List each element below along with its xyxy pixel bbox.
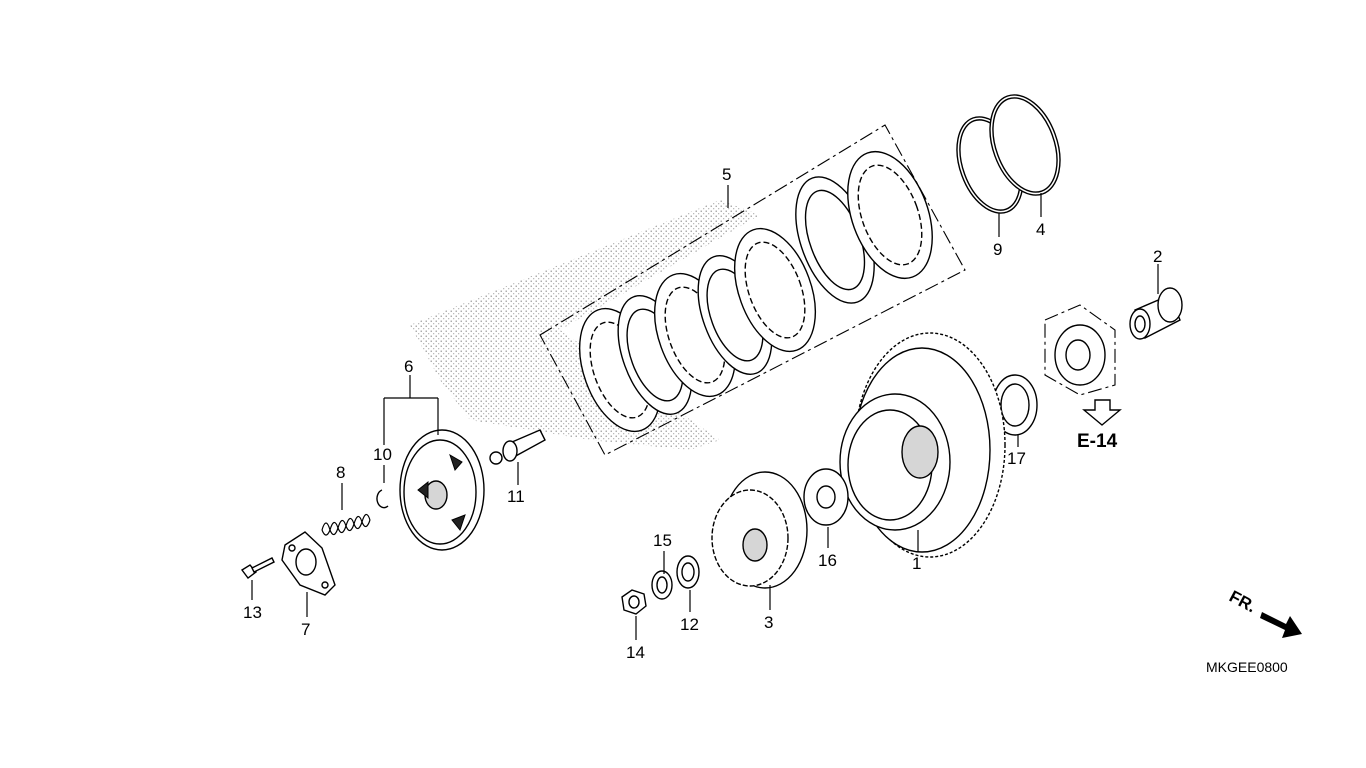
clutch-outer	[839, 332, 1006, 558]
callout-1: 1	[912, 554, 921, 573]
callout-10: 10	[373, 445, 392, 464]
wire-ring-4	[989, 94, 1061, 196]
callout-4: 4	[1036, 220, 1045, 239]
callout-11: 11	[507, 487, 525, 506]
reference-label: E-14	[1077, 431, 1118, 452]
snap-ring	[376, 489, 389, 509]
pressure-plate	[399, 429, 485, 551]
lock-washer	[676, 555, 700, 589]
clutch-kit-boundary	[539, 124, 966, 456]
callout-12: 12	[680, 615, 699, 634]
callout-3: 3	[764, 613, 773, 632]
reference-arrow	[1082, 399, 1122, 426]
callout-8: 8	[336, 463, 345, 482]
drive-sprocket	[1044, 304, 1116, 396]
diagram-code: MKGEE0800	[1206, 659, 1288, 675]
callout-16: 16	[818, 551, 837, 570]
callout-15: 15	[653, 531, 672, 550]
lifter-rod	[489, 429, 546, 465]
bolt	[240, 557, 275, 579]
friction-disc	[847, 150, 933, 280]
friction-disc	[734, 227, 816, 353]
callout-13: 13	[243, 603, 262, 622]
clutch-spring	[321, 513, 371, 536]
thrust-washer	[803, 468, 849, 526]
callout-17: 17	[1007, 449, 1026, 468]
callout-5: 5	[722, 165, 731, 184]
collar	[1129, 287, 1183, 340]
front-label: FR.	[1226, 587, 1259, 617]
front-direction-indicator: FR.	[1226, 587, 1302, 638]
callout-6: 6	[404, 357, 413, 376]
leader-lines	[251, 185, 1159, 640]
stipple-shading	[410, 200, 760, 450]
lifter-plate	[281, 531, 336, 596]
callouts: 1 2 3 4 5 6 7 8 9 10 11 12 13 14 15 16 1…	[243, 165, 1162, 662]
callout-14: 14	[626, 643, 645, 662]
clutch-center	[711, 471, 808, 589]
lock-nut	[621, 589, 647, 615]
clutch-plates-assembly	[579, 150, 933, 433]
spring-washer	[651, 570, 673, 600]
callout-2: 2	[1153, 247, 1162, 266]
callout-9: 9	[993, 240, 1002, 259]
front-arrow-icon	[1260, 612, 1302, 638]
needle-bearing	[992, 374, 1038, 436]
callout-7: 7	[301, 620, 310, 639]
